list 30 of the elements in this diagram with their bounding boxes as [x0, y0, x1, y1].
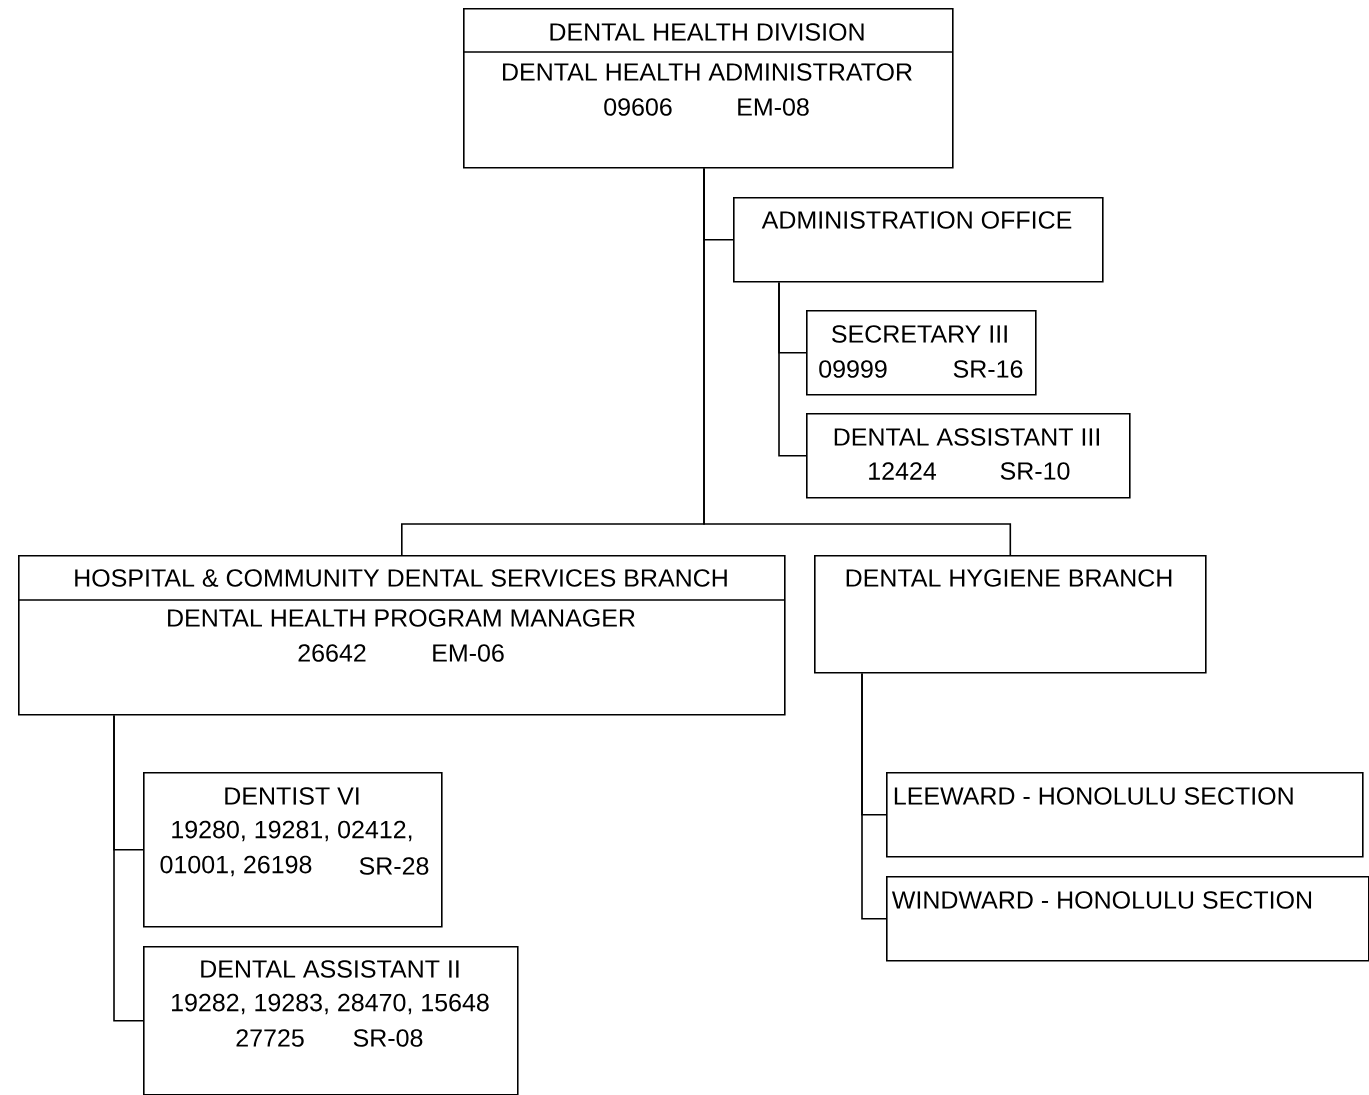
- position-number: SR-16: [953, 360, 1023, 378]
- position-number: EM-08: [738, 98, 809, 116]
- box-heading: SECRETARY III: [832, 325, 1007, 343]
- position-number: 09606: [604, 98, 672, 116]
- position-number: DENTAL HEALTH PROGRAM MANAGER: [168, 609, 635, 627]
- position-number: DENTAL HEALTH ADMINISTRATOR: [503, 63, 912, 81]
- position-number: 19280, 19281, 02412,: [172, 820, 412, 842]
- position-number: 12424: [869, 462, 936, 480]
- position-number: EM-06: [433, 644, 504, 662]
- position-number: 19282, 19283, 28470, 15648: [172, 993, 489, 1015]
- position-number: SR-28: [359, 857, 429, 875]
- connector-line: [703, 167, 1012, 556]
- connector-line: [778, 281, 807, 457]
- box-heading: DENTAL HEALTH DIVISION: [550, 23, 864, 41]
- box-heading: DENTAL HYGIENE BRANCH: [846, 569, 1172, 587]
- position-number: 01001, 26198: [160, 855, 312, 877]
- position-number: SR-10: [1000, 462, 1070, 480]
- box-heading: DENTAL ASSISTANT II: [201, 960, 459, 978]
- box-heading: DENTIST VI: [225, 787, 359, 805]
- position-number: 09999: [819, 360, 887, 378]
- box-heading: DENTAL ASSISTANT III: [834, 428, 1099, 446]
- box-heading: HOSPITAL & COMMUNITY DENTAL SERVICES BRANCH: [75, 569, 727, 587]
- connector-line: [113, 714, 144, 1022]
- position-number: 26642: [298, 644, 366, 662]
- box-heading: ADMINISTRATION OFFICE: [761, 211, 1072, 229]
- position-number: SR-08: [353, 1029, 423, 1047]
- connector-line: [861, 672, 887, 920]
- position-number: 27725: [236, 1029, 304, 1047]
- box-heading: LEEWARD - HONOLULU SECTION: [894, 787, 1293, 805]
- box-heading: WINDWARD - HONOLULU SECTION: [891, 891, 1312, 909]
